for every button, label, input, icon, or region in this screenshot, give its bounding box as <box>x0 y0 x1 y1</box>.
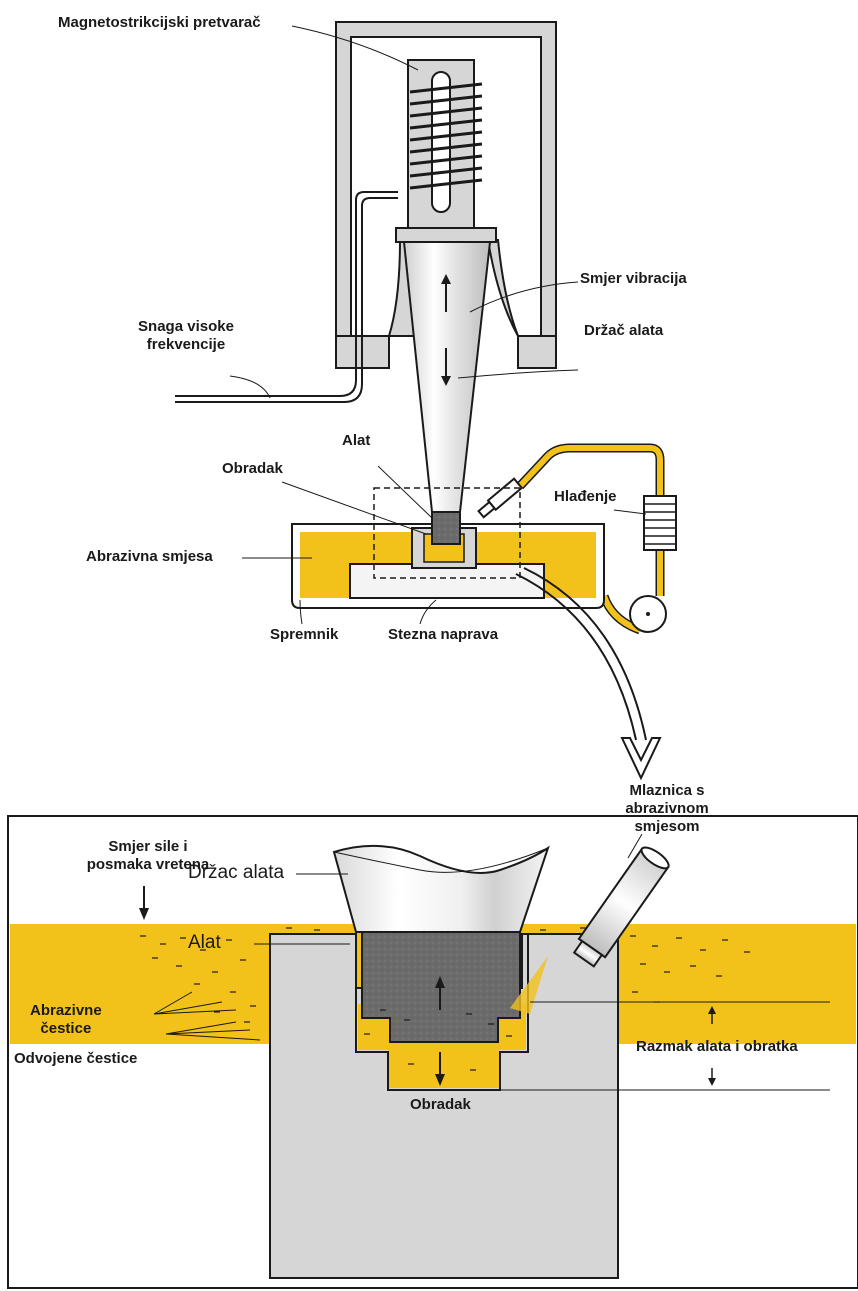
outflow-arrow <box>515 567 662 781</box>
label-abrasive-particles: Abrazivne čestice <box>30 1002 102 1038</box>
tool-top <box>431 511 461 545</box>
label-high-frequency-power: Snaga visoke frekvencije <box>124 318 248 354</box>
label-high-frequency-power-line2: frekvencije <box>146 336 226 353</box>
label-tool-holder-detail: Držac alata <box>188 862 285 883</box>
nozzle-detail <box>572 846 670 968</box>
label-force-direction-line1: Smjer sile i <box>108 838 188 855</box>
label-nozzle-line1: Mlaznica s <box>629 782 705 799</box>
label-tank: Spremnik <box>270 626 339 643</box>
detail-panel <box>7 815 858 1289</box>
label-workpiece-detail: Obradak <box>410 1096 471 1113</box>
label-tool-detail: Alat <box>188 932 221 953</box>
label-removed-particles: Odvojene čestice <box>14 1050 138 1067</box>
power-cable <box>175 191 398 403</box>
label-tool-holder: Držač alata <box>584 322 664 339</box>
label-vibration-direction: Smjer vibracija <box>580 270 687 287</box>
label-gap: Razmak alata i obratka <box>636 1038 798 1055</box>
tank <box>291 487 605 609</box>
label-cooling: Hlađenje <box>554 488 617 505</box>
cooler <box>643 495 677 551</box>
tool-holder-cone <box>402 241 492 513</box>
label-abrasive-particles-line1: Abrazivne <box>30 1002 102 1019</box>
transducer-flange <box>395 227 497 243</box>
label-abrasive-particles-line2: čestice <box>40 1020 92 1037</box>
fixture <box>349 563 545 599</box>
detail-box <box>373 487 521 579</box>
label-high-frequency-power-line1: Snaga visoke <box>138 318 234 335</box>
label-force-direction-line2: posmaka vretena <box>86 856 210 873</box>
label-fixture: Stezna naprava <box>388 626 499 643</box>
label-nozzle: Mlaznica s abrazivnom smjesom <box>612 782 722 836</box>
label-transducer: Magnetostrikcijski pretvarač <box>58 14 261 31</box>
coolant-circuit <box>477 443 677 635</box>
label-abrasive-slurry: Abrazivna smjesa <box>86 548 213 565</box>
top-leader-lines <box>229 25 647 625</box>
transducer <box>407 59 483 229</box>
abrasive-particles <box>140 927 750 1071</box>
label-tool: Alat <box>342 432 371 449</box>
label-nozzle-line3: smjesom <box>634 818 700 835</box>
label-nozzle-line2: abrazivnom <box>625 800 709 817</box>
tool-holder-detail <box>332 844 550 933</box>
label-workpiece: Obradak <box>222 460 283 477</box>
label-force-direction: Smjer sile i posmaka vretena <box>86 838 210 874</box>
